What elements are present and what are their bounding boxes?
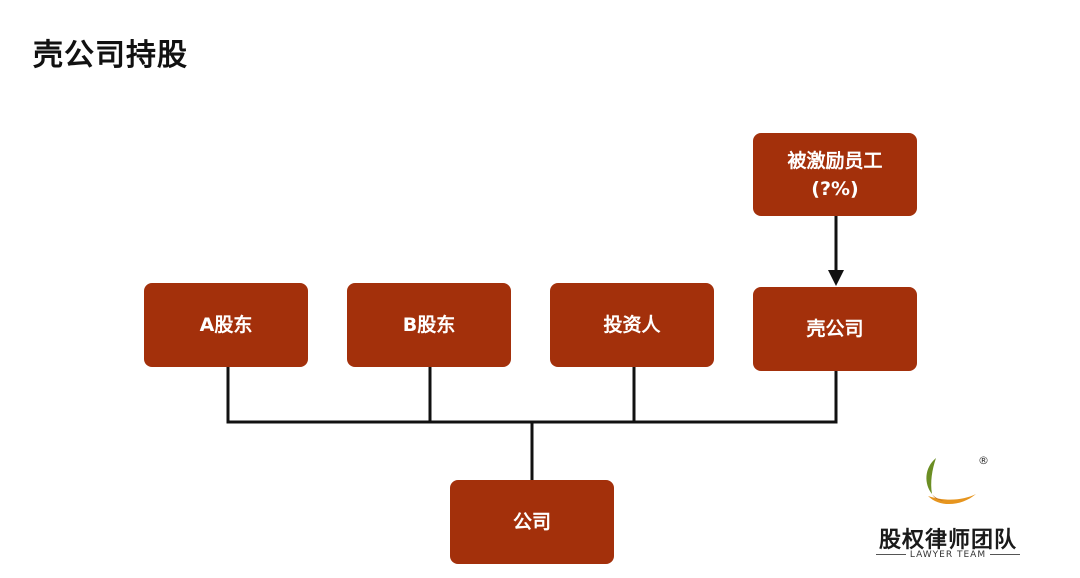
node-label: 公司: [512, 511, 551, 533]
node-shell-company: 壳公司: [753, 287, 917, 371]
brand-subtitle: LAWYER TEAM: [909, 550, 987, 560]
node-label: B股东: [402, 314, 456, 336]
node-label: A股东: [199, 314, 253, 336]
node-company: 公司: [450, 480, 614, 564]
brand-name: 股权律师团队: [878, 528, 1017, 553]
node-label: 壳公司: [806, 318, 864, 340]
node-label: 投资人: [603, 314, 661, 336]
node-shareholder-b: B股东: [347, 283, 511, 367]
divider: [875, 554, 906, 555]
divider: [990, 554, 1021, 555]
node-shareholder-a: A股东: [144, 283, 308, 367]
node-investor: 投资人: [550, 283, 714, 367]
registered-mark: ®: [978, 454, 989, 467]
node-label-line2: (?%): [811, 177, 859, 200]
arrowhead-employees-to-shell: [828, 270, 844, 286]
leaf-logo-icon: [926, 458, 976, 505]
brand-subtitle-row: LAWYER TEAM: [868, 550, 1028, 560]
node-label-line1: 被激励员工: [787, 149, 883, 172]
brand-logo: ® 股权律师团队 LAWYER TEAM: [868, 450, 1028, 570]
node-incentivized-employees: 被激励员工 (?%): [753, 133, 917, 216]
page-title: 壳公司持股: [33, 38, 188, 73]
